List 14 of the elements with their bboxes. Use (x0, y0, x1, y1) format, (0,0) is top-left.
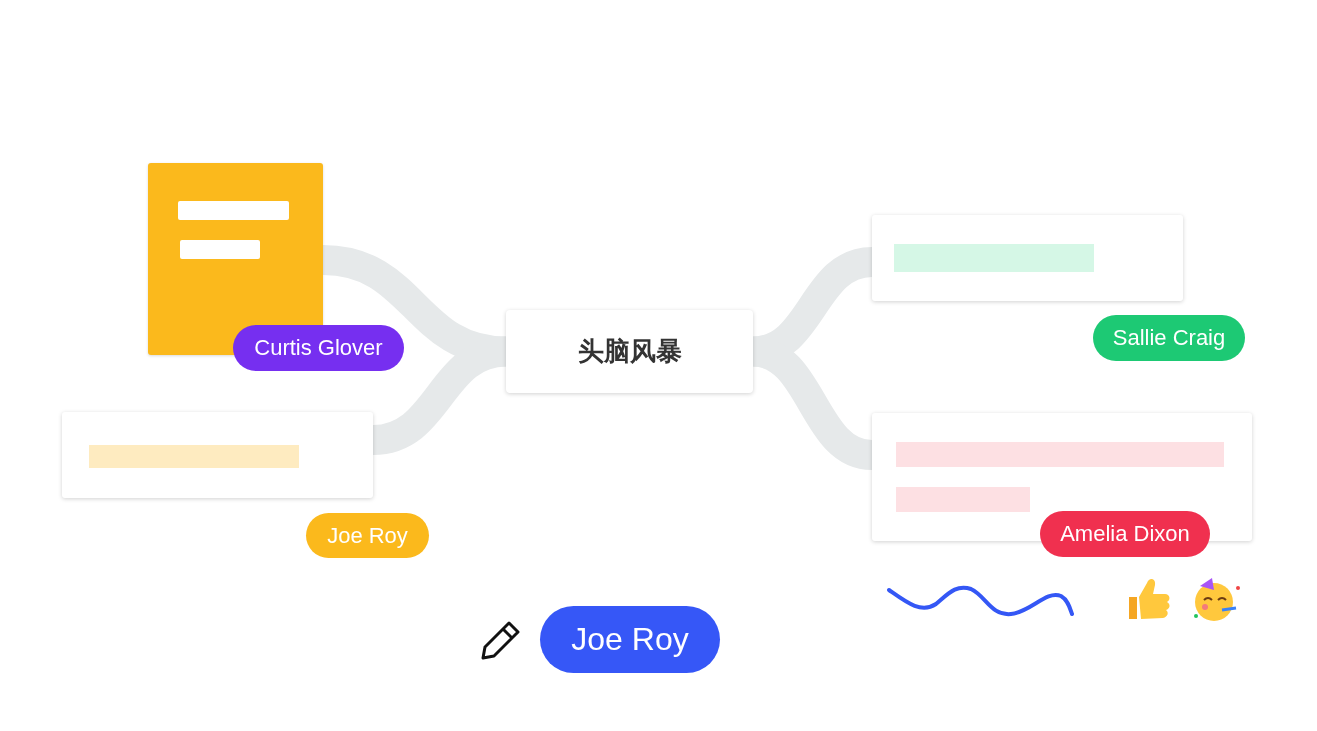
user-name: Amelia Dixon (1060, 521, 1190, 547)
user-tag (1093, 315, 1245, 361)
idea-card (872, 215, 1183, 301)
user-tag (306, 513, 429, 558)
user-name: Sallie Craig (1112, 325, 1226, 351)
idea-card (872, 413, 1252, 541)
topic-box (506, 310, 753, 393)
user-name: Joe Roy (327, 522, 408, 549)
topic-title: 头脑风暴 (577, 335, 682, 368)
idea-card (62, 412, 373, 498)
user-tag (233, 325, 404, 371)
user-name: Curtis Glover (254, 335, 383, 361)
user-name: Joe Roy (571, 621, 689, 658)
user-tag (1040, 511, 1210, 557)
